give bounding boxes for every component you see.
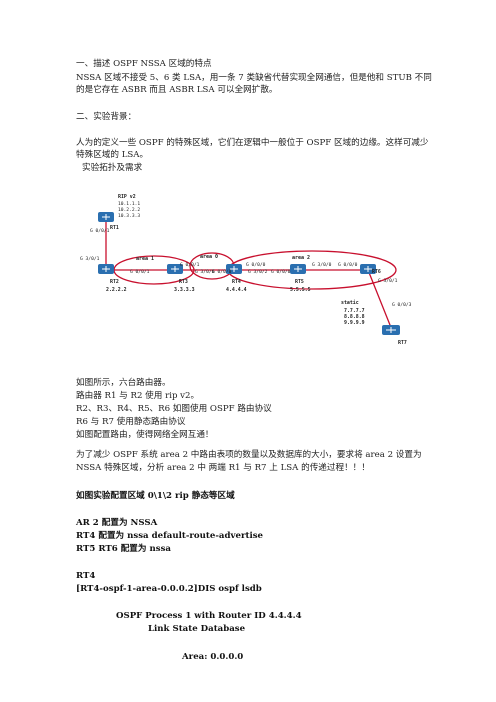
iface-rt3-g0a: G 0/0/1 — [180, 262, 200, 268]
iface-rt4-g0: G 0/0/0 — [246, 262, 266, 268]
label-rt1: RT1 — [110, 225, 119, 231]
iface-rt6-g3: G 3/0/1 — [378, 278, 398, 284]
ip-rt2: 2.2.2.2 — [106, 287, 127, 293]
ip-rt7-a: 7.7.7.7 — [344, 308, 365, 314]
ip-rt4: 4.4.4.4 — [226, 287, 247, 293]
router-rt2 — [98, 264, 114, 274]
rip-net1: 10.1.1.1 — [118, 201, 140, 207]
nssa-description-line1: NSSA 区域不接受 5、6 类 LSA，用一条 7 类缺省代替实现全网通信，但… — [76, 73, 432, 83]
iface-rt6-g0: G 0/0/0 — [338, 262, 358, 268]
iface-rt3-g0b: G 3/0/0 — [195, 269, 215, 275]
iface-rt2-g0: G 0/0/1 — [130, 269, 150, 275]
topology-caption: 实验拓扑及需求 — [82, 163, 143, 173]
iface-rt2-g3: G 3/0/1 — [80, 256, 100, 262]
background-line1: 人为的定义一些 OSPF 的特殊区域，它们在逻辑中一般位于 OSPF 区域的边缘… — [76, 138, 429, 148]
label-rt5: RT5 — [295, 279, 304, 285]
background-line2: 特殊区域的 LSA。 — [76, 150, 149, 160]
config-line3: RT5 RT6 配置为 nssa — [76, 544, 171, 554]
topology-note-4: R6 与 R7 使用静态路由协议 — [76, 417, 186, 427]
rip-net3: 10.3.3.3 — [118, 213, 140, 219]
purpose-line1: 为了减少 OSPF 系统 area 2 中路由表项的数量以及数据库的大小，要求将… — [76, 450, 422, 460]
label-rt3: RT3 — [179, 279, 188, 285]
ospf-process-line: OSPF Process 1 with Router ID 4.4.4.4 — [116, 611, 302, 621]
topology-diagram: RIP v2 10.1.1.1 10.2.2.2 10.3.3.3 RT1 RT… — [80, 194, 412, 346]
ip-rt7-c: 9.9.9.9 — [344, 320, 365, 326]
command-line: [RT4-ospf-1-area-0.0.0.2]DIS ospf lsdb — [76, 584, 262, 594]
heading-nssa-features: 一、描述 OSPF NSSA 区域的特点 — [76, 59, 212, 69]
rt4-label: RT4 — [76, 571, 96, 581]
area0-label: area 0 — [200, 254, 218, 260]
nssa-description-line2: 的是它存在 ASBR 而且 ASBR LSA 可以全网扩散。 — [76, 85, 278, 95]
ip-rt5: 5.5.5.5 — [290, 287, 311, 293]
router-rt6 — [360, 264, 376, 274]
rip-title: RIP v2 — [118, 194, 136, 200]
config-line2: RT4 配置为 nssa default-route-advertise — [76, 531, 264, 541]
rip-net2: 10.2.2.2 — [118, 207, 140, 213]
area-line: Area: 0.0.0.0 — [182, 652, 244, 662]
topology-note-1: 如图所示，六台路由器。 — [76, 378, 171, 388]
label-rt7: RT7 — [398, 340, 407, 346]
topology-note-3: R2、R3、R4、R5、R6 如图使用 OSPF 路由协议 — [76, 404, 272, 414]
iface-rt5-g3: G 3/0/0 — [312, 262, 332, 268]
label-rt2: RT2 — [110, 279, 119, 285]
iface-rt1-g0: G 0/0/1 — [90, 228, 110, 234]
iface-rt4-g0-right: G 0/0/0 — [212, 269, 232, 275]
router-rt1 — [98, 212, 114, 222]
ip-rt3: 3.3.3.3 — [174, 287, 195, 293]
area1-label: area 1 — [136, 256, 154, 262]
router-rt3 — [167, 264, 183, 274]
heading-background: 二、实验背景： — [76, 112, 137, 122]
purpose-line2: NSSA 特殊区域，分析 area 2 中 两端 R1 与 R7 上 LSA 的… — [76, 463, 370, 473]
label-rt6: RT6 — [372, 269, 381, 275]
area2-label: area 2 — [292, 255, 310, 261]
router-rt4 — [226, 264, 242, 274]
iface-rt5-g0: G 0/0/0 — [271, 269, 291, 275]
iface-rt4-g3: G 3/0/2 — [248, 269, 268, 275]
router-rt7 — [382, 325, 400, 335]
ip-rt7-b: 8.8.8.8 — [344, 314, 365, 320]
label-rt4: RT4 — [232, 279, 241, 285]
link-rt6-rt7 — [367, 269, 393, 331]
links — [105, 222, 393, 331]
static-title: static — [341, 300, 359, 306]
lsdb-line: Link State Database — [148, 624, 246, 634]
config-heading: 如图实验配置区域 0\1\2 rip 静态等区域 — [76, 491, 235, 501]
topology-note-5: 如图配置路由，使得网络全网互通！ — [76, 430, 214, 440]
iface-rt7-g0: G 0/0/3 — [392, 302, 412, 308]
topology-note-2: 路由器 R1 与 R2 使用 rip v2。 — [76, 391, 200, 401]
config-line1: AR 2 配置为 NSSA — [76, 518, 158, 528]
router-rt5 — [290, 264, 306, 274]
